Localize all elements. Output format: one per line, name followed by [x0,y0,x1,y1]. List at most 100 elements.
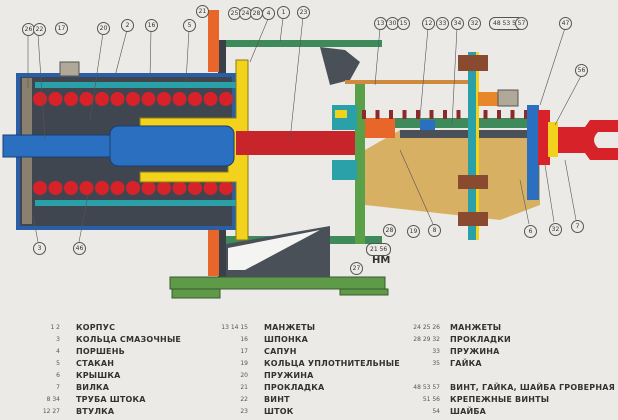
callout-7: 7 [571,220,584,233]
legend-part-name: ГАЙКА [450,359,482,368]
legend-part-name: ШТОК [264,407,294,416]
legend-part-name: МАНЖЕТЫ [450,323,502,332]
spring-coil [110,181,125,195]
seal-block-lower [332,160,357,180]
callout-20: 20 [97,22,110,35]
base-foot [171,288,221,299]
spring-coil [110,92,125,106]
callout-22: 22 [33,23,46,36]
spring-coil [188,181,202,195]
legend-part-numbers: 8 34 [46,396,60,403]
nut-orange [478,92,498,106]
rod-tube-thick [109,125,235,167]
spring-coil [48,181,63,195]
legend-part-numbers: 19 [240,360,248,367]
legend-part-numbers: 3 [56,336,60,343]
legend-part-name: ВТУЛКА [76,407,115,416]
legend-part-numbers: 54 [432,408,440,415]
bolts [458,55,488,226]
legend-part-numbers: 23 [240,408,248,415]
callout-3: 3 [33,242,46,255]
legend-part-numbers: 35 [432,360,440,367]
orange-cup [365,118,395,138]
breather [59,61,80,77]
callout-32-bottom: 32 [549,223,562,236]
end-cap-red [538,110,550,165]
return-spring-coil [416,110,420,119]
legend-part-name: СТАКАН [76,359,115,368]
legend-part-numbers: 28 29 32 [413,336,440,343]
spring-coil [95,92,109,106]
legend-part-name: ШАЙБА [450,407,487,416]
cover-cone [365,130,540,220]
callout-23: 23 [297,6,310,19]
legend-part-numbers: 7 [56,384,60,391]
callout-21-56: 21 56 [366,243,392,256]
spring-coils-top [33,92,233,106]
legend-part-numbers: 48 53 57 [413,384,440,391]
housing-frame-top [222,40,382,47]
washer [548,122,558,157]
legend-part-numbers: 5 [56,360,60,367]
legend-part-name: КОЛЬЦА СМАЗОЧНЫЕ [76,335,182,344]
callout-47: 47 [559,17,572,30]
spring-coil [172,181,187,195]
sleeve-bottom [35,200,240,206]
leader-lines [27,16,582,243]
flange [468,52,477,240]
legend-part-name: МАНЖЕТЫ [264,323,316,332]
hm-label: НМ [372,255,391,266]
callout-6: 6 [524,225,537,238]
callout-57: 57 [515,17,528,30]
callout-34: 34 [451,17,464,30]
legend-part-name: ПРУЖИНА [450,347,500,356]
legend-part-name: САПУН [264,347,297,356]
spring-coil [48,92,63,106]
legend-part-name: КОЛЬЦА УПЛОТНИТЕЛЬНЫЕ [264,359,400,368]
return-spring-coil [456,110,461,119]
legend-part-numbers: 22 [240,396,248,403]
spring-coil [219,92,233,106]
seal-block-yellow [335,110,347,118]
return-spring-coil [510,110,515,119]
upper-wedge [320,47,360,85]
legend-part-name: ПРУЖИНА [264,371,314,380]
legend-part-numbers: 20 [240,372,248,379]
legend-part-numbers: 6 [56,372,60,379]
callout-28: 28 [250,7,263,20]
spring-coil [203,181,218,195]
flange-yellow [476,52,479,240]
spring-coil [33,92,47,106]
callout-46: 46 [73,242,86,255]
breather-right [497,89,519,107]
spring-coils-bottom [33,181,233,195]
spring-coil [126,92,140,106]
callout-17: 17 [55,22,68,35]
return-spring-coil [362,110,366,119]
callout-16: 16 [145,19,158,32]
legend-part-name: ПРОКЛАДКА [264,383,325,392]
callout-33: 33 [436,17,449,30]
return-spring-coil [375,110,380,119]
spring-coil [64,92,78,106]
callout-2: 2 [121,19,134,32]
spring-coil [141,181,156,195]
legend-part-name: КОРПУС [76,323,116,332]
callout-27: 27 [350,262,363,275]
spring-coil [172,92,187,106]
callout-12: 12 [422,17,435,30]
callout-1: 1 [277,6,290,19]
callout-5: 5 [183,19,196,32]
gasket-plate-lower [208,208,219,276]
spring-coil [79,92,94,106]
gasket-plate [208,10,219,72]
callout-32-top: 32 [468,17,481,30]
return-spring-coil [497,110,501,119]
spring-coil [126,181,140,195]
callout-56: 56 [575,64,588,77]
legend-part-numbers: 33 [432,348,440,355]
callout-15: 15 [397,17,410,30]
return-spring-coil [483,110,488,119]
callout-21: 21 [196,5,209,18]
